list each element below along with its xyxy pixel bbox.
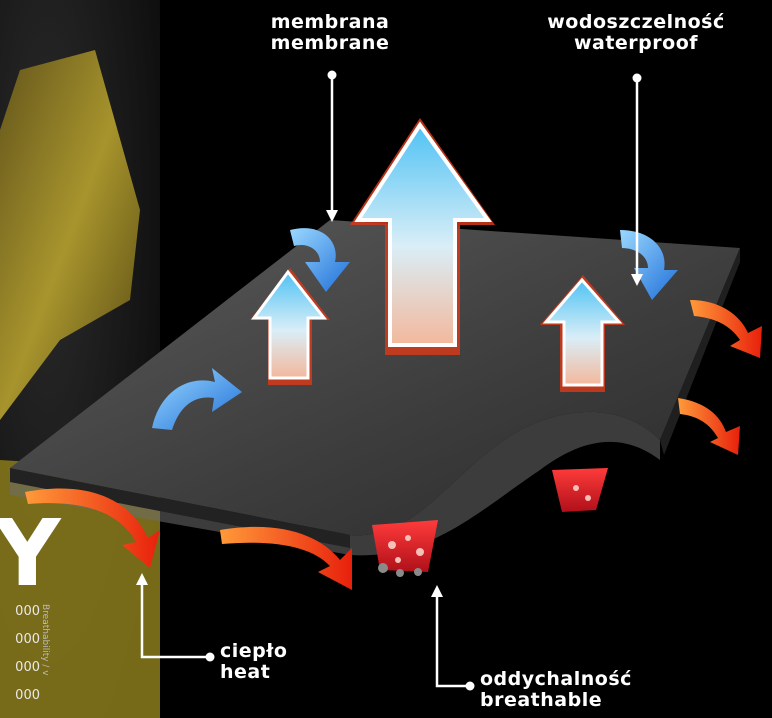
scale-value: 000 — [0, 598, 40, 626]
breathable-pointer-arrowhead — [431, 585, 443, 597]
label-heat-en: heat — [220, 662, 340, 683]
vertical-caption: Breathability / v — [40, 604, 54, 718]
label-heat-pl: ciepło — [220, 641, 340, 662]
breathable-pointer-line — [437, 592, 468, 686]
label-breathable-pl: oddychalność — [480, 669, 700, 690]
label-membrane-pl: membrana — [230, 12, 430, 33]
label-membrane: membrana membrane — [230, 12, 430, 54]
big-letter: Y — [0, 500, 62, 607]
scale-value: 000 — [0, 654, 40, 682]
breathable-pointer-dot — [466, 682, 475, 691]
label-waterproof-pl: wodoszczelność — [516, 12, 756, 33]
scale-value: 000 — [0, 626, 40, 654]
membrane-pointer-arrowhead — [326, 210, 338, 222]
pore — [552, 468, 608, 512]
heat-pointer-dot — [206, 653, 215, 662]
vertical-caption-text: Breathability / v — [40, 604, 50, 676]
label-breathable-en: breathable — [480, 690, 700, 711]
heat-arrow-icon — [678, 398, 740, 455]
membrane-pointer-dot — [328, 71, 337, 80]
label-heat: ciepło heat — [220, 641, 340, 683]
waterproof-pointer-dot — [633, 74, 642, 83]
scale-values: 000 000 000 000 — [0, 598, 40, 710]
label-breathable: oddychalność breathable — [480, 669, 700, 711]
scale-value: 000 — [0, 682, 40, 710]
label-waterproof-en: waterproof — [516, 33, 756, 54]
label-membrane-en: membrane — [230, 33, 430, 54]
label-waterproof: wodoszczelność waterproof — [516, 12, 756, 54]
